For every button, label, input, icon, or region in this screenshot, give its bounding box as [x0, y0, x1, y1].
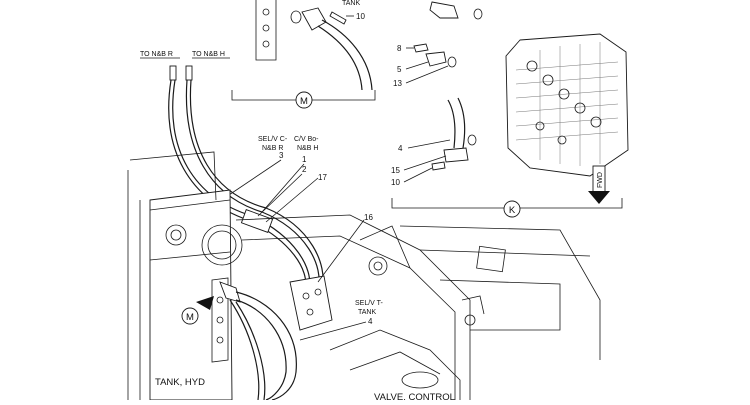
part-number-2: 2: [302, 165, 307, 174]
boom-pin: [368, 256, 388, 276]
callout-m-circle: [295, 91, 313, 109]
o-ring: [290, 10, 302, 24]
hydraulic-tank: [149, 189, 233, 401]
fitting-group-top: 8 5 13: [393, 1, 483, 88]
label-to-nb-h: TO N&B H: [192, 51, 225, 58]
hose-nb-h: [189, 79, 324, 291]
label-selv-t-2: TANK: [358, 309, 376, 316]
label-fwd: FWD: [597, 172, 604, 188]
leader-line: [407, 139, 451, 149]
leader-line: [405, 65, 449, 84]
hose-clamp: [240, 209, 274, 233]
o-ring-top: [473, 8, 483, 20]
part-number-8: 8: [397, 44, 402, 53]
hose-end-h: [185, 65, 193, 81]
machine-frame: M 16 SEL/V T- TANK 4: [127, 151, 601, 403]
hose-nb-h: [185, 79, 320, 291]
part-number-5: 5: [397, 65, 402, 74]
callout-k-circle: [503, 200, 521, 218]
flange-part-5: [425, 51, 447, 67]
label-tank-top: TANK: [342, 0, 360, 7]
label-to-nb-r: TO N&B R: [140, 51, 173, 58]
filter-housing: [201, 224, 243, 266]
hose-part-4: [447, 99, 456, 149]
o-ring-part-13: [447, 56, 457, 68]
callout-k-letter: K: [509, 205, 516, 216]
bolt-hole: [262, 24, 270, 32]
bolt-part-8: [413, 43, 429, 53]
callout-m-pointer-letter: M: [186, 312, 194, 323]
leader-line: [405, 61, 429, 70]
part-number-13: 13: [393, 79, 402, 88]
label-cv-bo-2: N&B H: [297, 145, 318, 152]
part-number-16: 16: [364, 213, 373, 222]
hose-detail-m: [321, 19, 373, 91]
callout-m-pointer: [181, 307, 199, 325]
part-number-3: 3: [279, 151, 284, 160]
label-valve-control: VALVE, CONTROL: [374, 392, 455, 400]
callout-m-letter: M: [300, 96, 308, 107]
label-selv-c-2: N&B R: [262, 145, 283, 152]
part-number-10-top: 10: [356, 12, 365, 21]
fitting-elbow: [301, 7, 327, 31]
control-valve-detail: 4 15 10 FWD K: [391, 33, 629, 218]
bolt-hole: [262, 8, 270, 16]
part-number-15: 15: [391, 166, 400, 175]
label-selv-c-1: SEL/V C-: [258, 136, 288, 143]
label-selv-t-1: SEL/V T-: [355, 300, 384, 307]
part-number-4-right: 4: [398, 144, 403, 153]
part-number-1: 1: [302, 155, 307, 164]
tank-cap: [165, 224, 187, 246]
elbow-fitting-top: [429, 1, 459, 19]
label-tank-hyd: TANK, HYD: [155, 377, 205, 388]
bolt-part-10-right: [431, 161, 446, 171]
hose-part-4: [457, 97, 466, 149]
label-cv-bo-1: C/V Bo-: [294, 136, 319, 143]
bracket-plate: [255, 0, 277, 61]
fwd-arrow-head: [588, 191, 610, 204]
leader-line: [403, 167, 433, 183]
hose-nb-r: [168, 79, 307, 291]
bolt-hole: [262, 40, 270, 48]
flange-part-15: [443, 147, 469, 163]
part-number-17: 17: [318, 173, 327, 182]
hose-route-group: TO N&B R TO N&B H SEL/V C- N&B R 3 C/V B…: [140, 51, 327, 291]
access-cover: [476, 245, 506, 273]
part-number-4-bottom: 4: [368, 317, 373, 326]
hose-detail-m: [317, 25, 363, 91]
part-number-10-right: 10: [391, 178, 400, 187]
valve-block: [505, 33, 629, 177]
valve-manifold: [289, 275, 333, 331]
bolt-part-10: [329, 11, 347, 25]
leader-line: [403, 155, 447, 171]
hose-end-r: [169, 65, 177, 81]
detail-m-group: 10 TANK M: [231, 0, 376, 109]
